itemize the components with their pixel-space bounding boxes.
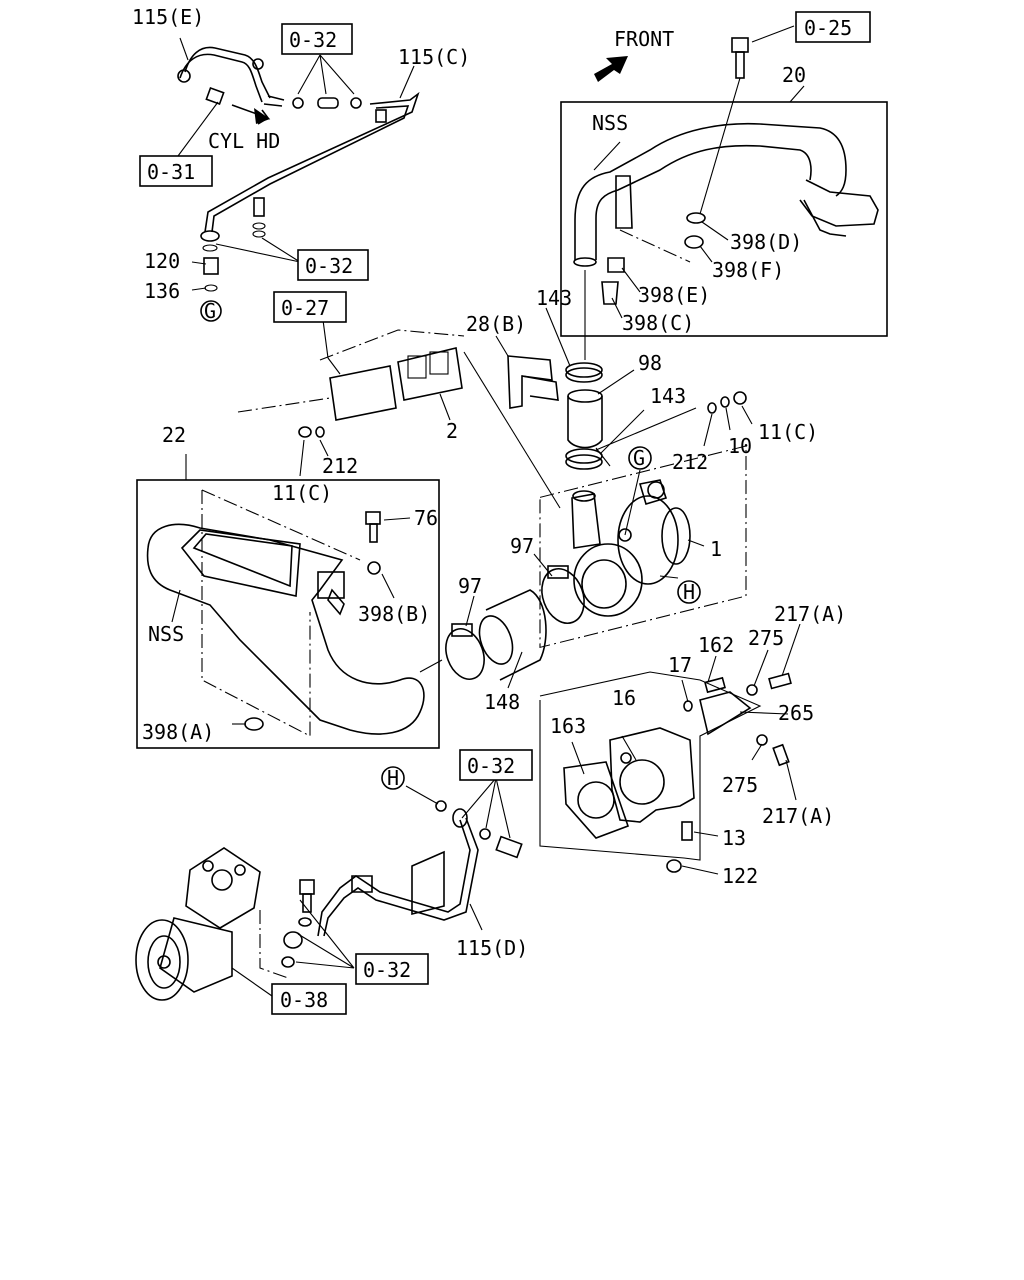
hose-20 <box>573 122 879 305</box>
callout-g-top: G <box>204 299 216 323</box>
elbow-frame <box>539 671 762 861</box>
pipe-115c <box>204 91 420 233</box>
part-label-217a-lower[interactable]: 217(A) <box>762 804 834 828</box>
clamp-98-assembly <box>565 270 603 470</box>
ref-box-0-32-bottom[interactable]: 0-32 <box>355 953 429 985</box>
part-label-398e[interactable]: 398(E) <box>638 283 710 307</box>
ref-box-0-32-lower[interactable]: 0-32 <box>459 749 533 781</box>
cyl-hd-label: CYL HD <box>208 129 280 153</box>
cyl-hd-arrowhead <box>254 108 270 124</box>
ref-box-0-27[interactable]: 0-27 <box>273 291 347 323</box>
part-label-398f[interactable]: 398(F) <box>712 258 784 282</box>
part-label-143-lower[interactable]: 143 <box>650 384 686 408</box>
ref-label: 0-27 <box>281 296 329 320</box>
pipe-115d <box>317 800 523 937</box>
ref-box-0-32-top[interactable]: 0-32 <box>281 23 353 55</box>
part-label-136[interactable]: 136 <box>144 279 180 303</box>
part-label-11c-left[interactable]: 11(C) <box>272 481 332 505</box>
part-labels: 115(E) 115(C) 20 NSS 398(D) 398(F) 398(E… <box>132 5 846 960</box>
ref-box-0-38[interactable]: 0-38 <box>271 983 347 1015</box>
elbow-16 <box>563 672 792 873</box>
callout-circle-h-turbo <box>677 580 701 604</box>
part-label-398a[interactable]: 398(A) <box>142 720 214 744</box>
ref-label: 0-32 <box>467 754 515 778</box>
part-label-1[interactable]: 1 <box>710 537 722 561</box>
callout-h-pipe: H <box>387 766 399 790</box>
part-label-265[interactable]: 265 <box>778 701 814 725</box>
callout-circle-g-top <box>200 300 222 322</box>
nuts-washers <box>298 391 747 438</box>
part-label-398d[interactable]: 398(D) <box>730 230 802 254</box>
ref-label: 0-32 <box>289 28 337 52</box>
part-label-217a-upper[interactable]: 217(A) <box>774 602 846 626</box>
part-label-143-upper[interactable]: 143 <box>536 286 572 310</box>
part-label-398c[interactable]: 398(C) <box>622 311 694 335</box>
box-22 <box>136 479 440 749</box>
part-label-115c[interactable]: 115(C) <box>398 45 470 69</box>
part-label-97-right[interactable]: 97 <box>510 534 534 558</box>
part-398a-shape <box>244 717 264 731</box>
air-compressor <box>135 847 315 1001</box>
part-label-120[interactable]: 120 <box>144 249 180 273</box>
part-label-20[interactable]: 20 <box>782 63 806 87</box>
gasket-2 <box>237 329 561 509</box>
part-label-nss-top[interactable]: NSS <box>592 111 628 135</box>
part-label-13[interactable]: 13 <box>722 826 746 850</box>
part-label-10[interactable]: 10 <box>728 434 752 458</box>
part-label-115d[interactable]: 115(D) <box>456 936 528 960</box>
part-label-76[interactable]: 76 <box>414 506 438 530</box>
leader-lines <box>171 25 805 997</box>
turbocharger <box>571 447 691 617</box>
ref-label: 0-31 <box>147 160 195 184</box>
ref-box-0-25[interactable]: 0-25 <box>795 11 871 43</box>
intake-duct-22 <box>146 489 443 737</box>
callout-circle-h-pipe <box>381 766 405 790</box>
artwork <box>135 25 888 1001</box>
part-label-212-left[interactable]: 212 <box>322 454 358 478</box>
turbo-frame <box>539 445 747 649</box>
part-label-212-right[interactable]: 212 <box>672 450 708 474</box>
part-label-nss-left[interactable]: NSS <box>148 622 184 646</box>
leader-0-32-lower <box>215 237 301 263</box>
part-label-162[interactable]: 162 <box>698 633 734 657</box>
ref-box-0-31[interactable]: 0-31 <box>139 155 213 187</box>
callout-g-turbo: G <box>633 446 645 470</box>
pipe-115e <box>177 37 285 107</box>
part-label-163[interactable]: 163 <box>550 714 586 738</box>
callout-circle-g-turbo <box>628 446 652 470</box>
fittings-115c-lower <box>200 197 266 292</box>
part-label-275-upper[interactable]: 275 <box>748 626 784 650</box>
part-label-398b[interactable]: 398(B) <box>358 602 430 626</box>
callout-h-turbo: H <box>683 580 695 604</box>
ref-label: 0-25 <box>804 16 852 40</box>
part-label-98[interactable]: 98 <box>638 351 662 375</box>
part-label-275-lower[interactable]: 275 <box>722 773 758 797</box>
part-label-22[interactable]: 22 <box>162 423 186 447</box>
part-label-2[interactable]: 2 <box>446 419 458 443</box>
ref-label: 0-32 <box>305 254 353 278</box>
front-label: FRONT <box>614 27 674 51</box>
ref-box-0-32-mid[interactable]: 0-32 <box>297 249 369 281</box>
bracket-28b <box>507 355 559 409</box>
part-label-17[interactable]: 17 <box>668 653 692 677</box>
box-20 <box>560 101 888 337</box>
part-label-11c-right[interactable]: 11(C) <box>758 420 818 444</box>
dash-20 <box>619 229 691 263</box>
bolt-76 <box>365 511 381 575</box>
fittings-0-32-top <box>292 97 362 109</box>
part-label-28b[interactable]: 28(B) <box>466 312 526 336</box>
part-label-122[interactable]: 122 <box>722 864 758 888</box>
part-label-97-left[interactable]: 97 <box>458 574 482 598</box>
part-label-115e[interactable]: 115(E) <box>132 5 204 29</box>
front-arrow-icon <box>594 56 628 82</box>
hose-148-clamps-97 <box>445 565 585 681</box>
part-label-148[interactable]: 148 <box>484 690 520 714</box>
bolt-0-25 <box>699 37 749 215</box>
part-label-16[interactable]: 16 <box>612 686 636 710</box>
ref-label: 0-38 <box>280 988 328 1012</box>
ref-label: 0-32 <box>363 958 411 982</box>
